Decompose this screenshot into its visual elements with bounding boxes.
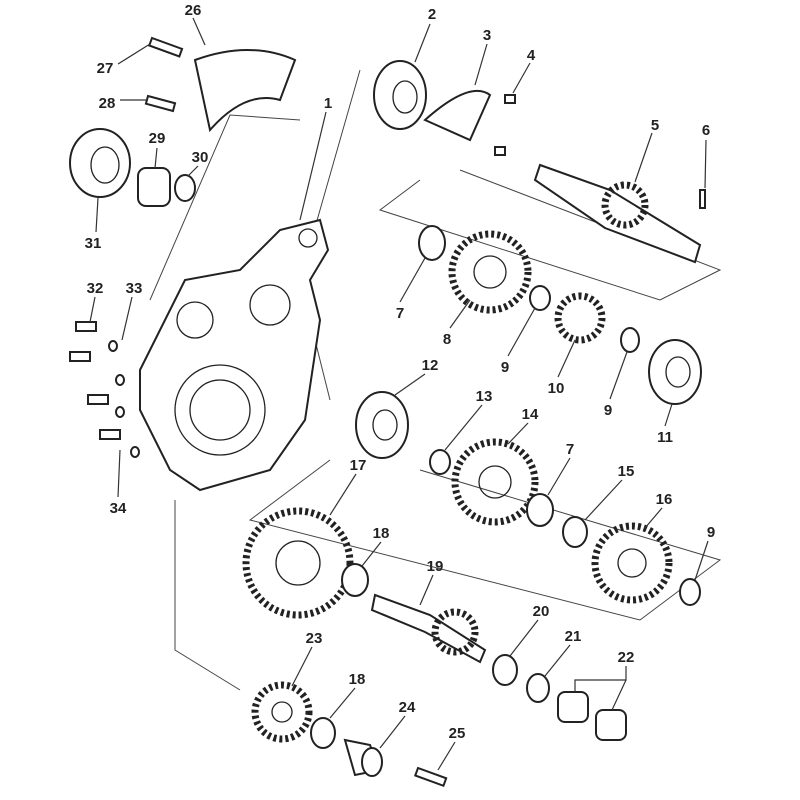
label-16: 16 — [656, 491, 673, 508]
label-11: 11 — [657, 429, 673, 446]
label-14: 14 — [522, 406, 539, 423]
circlip — [529, 285, 551, 311]
label-28: 28 — [99, 95, 116, 112]
needle-bearing — [418, 225, 446, 261]
bolt — [147, 36, 184, 58]
label-9: 9 — [501, 359, 509, 376]
label-17: 17 — [350, 457, 367, 474]
label-6: 6 — [702, 122, 710, 139]
label-33: 33 — [126, 280, 143, 297]
label-8: 8 — [443, 331, 451, 348]
o-ring — [174, 174, 196, 202]
retainer-plate — [423, 90, 492, 142]
circlip — [620, 327, 640, 353]
label-22: 22 — [618, 649, 635, 666]
label-13: 13 — [476, 388, 493, 405]
screw — [494, 146, 506, 156]
gear — [251, 681, 313, 743]
label-32: 32 — [87, 280, 104, 297]
label-23: 23 — [306, 630, 323, 647]
label-5: 5 — [651, 117, 659, 134]
label-27: 27 — [97, 60, 114, 77]
label-21: 21 — [565, 628, 582, 645]
washer — [492, 654, 518, 686]
pin — [699, 189, 706, 209]
gear — [451, 438, 539, 526]
bearing — [355, 391, 409, 459]
label-15: 15 — [618, 463, 635, 480]
bearing — [373, 60, 427, 130]
oil-seal — [69, 128, 131, 198]
gear — [554, 292, 606, 344]
washer — [429, 449, 451, 475]
pinion-shaft — [370, 593, 487, 664]
label-34: 34 — [110, 500, 127, 517]
label-18: 18 — [373, 525, 390, 542]
leader-lines — [89, 17, 709, 771]
label-12: 12 — [422, 357, 439, 374]
label-19: 19 — [427, 558, 444, 575]
gearbox-housing — [139, 218, 330, 492]
label-26: 26 — [185, 2, 202, 19]
label-2: 2 — [428, 6, 436, 23]
cover-plate — [193, 49, 297, 133]
bushing — [557, 691, 589, 723]
gear — [448, 230, 532, 314]
label-25: 25 — [449, 725, 466, 742]
bolt — [144, 94, 177, 113]
label-24: 24 — [399, 699, 416, 716]
bushing — [137, 167, 171, 207]
needle-bearing — [310, 717, 336, 749]
bushing — [595, 709, 627, 741]
circlip — [679, 578, 701, 606]
needle-bearing — [526, 493, 554, 527]
label-18: 18 — [349, 671, 366, 688]
label-3: 3 — [483, 27, 491, 44]
pin — [413, 766, 448, 788]
gear — [591, 522, 673, 604]
label-29: 29 — [149, 130, 166, 147]
label-1: 1 — [324, 95, 332, 112]
label-10: 10 — [548, 380, 565, 397]
label-4: 4 — [527, 47, 536, 64]
main-shaft — [533, 163, 702, 264]
washer — [526, 673, 550, 703]
screw — [504, 94, 516, 104]
gear — [242, 507, 354, 619]
label-31: 31 — [85, 235, 102, 252]
washer — [562, 516, 588, 548]
bearing — [648, 339, 702, 405]
label-30: 30 — [192, 149, 209, 166]
part-number-labels: 26 27 28 1 2 3 4 5 6 29 30 31 32 33 7 8 … — [85, 2, 716, 742]
label-20: 20 — [533, 603, 550, 620]
bolts-and-washers — [69, 321, 140, 458]
needle-bearing — [341, 563, 369, 597]
label-7: 7 — [396, 305, 404, 322]
label-9: 9 — [604, 402, 612, 419]
label-7: 7 — [566, 441, 574, 458]
label-9: 9 — [707, 524, 715, 541]
